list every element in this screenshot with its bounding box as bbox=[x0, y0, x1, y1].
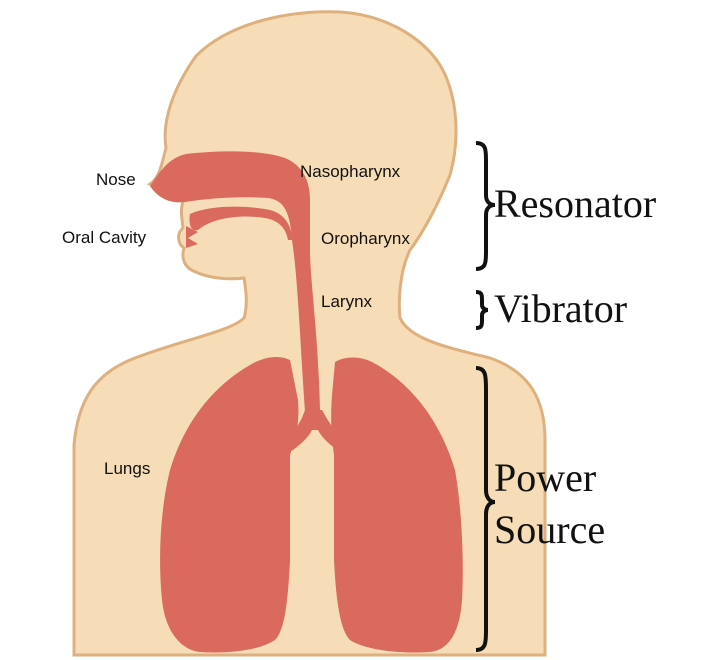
lips-mark bbox=[186, 226, 198, 248]
resonator-label: Resonator bbox=[494, 181, 657, 226]
vibrator-bracket bbox=[475, 290, 489, 330]
nasal-passage bbox=[150, 151, 320, 412]
nasopharynx-label: Nasopharynx bbox=[300, 162, 401, 181]
nose-label: Nose bbox=[96, 170, 136, 189]
lungs-label: Lungs bbox=[104, 459, 151, 478]
oral-cavity-label: Oral Cavity bbox=[62, 228, 147, 247]
right-lung bbox=[331, 357, 463, 653]
left-lung bbox=[160, 357, 299, 653]
power-source-bracket bbox=[475, 366, 496, 652]
oropharynx-label: Oropharynx bbox=[321, 229, 410, 248]
source-label: Source bbox=[494, 507, 606, 552]
power-label: Power bbox=[494, 455, 597, 500]
resonator-bracket bbox=[475, 141, 496, 271]
larynx-label: Larynx bbox=[321, 292, 373, 311]
oral-cavity-shape bbox=[189, 206, 292, 240]
vibrator-label: Vibrator bbox=[494, 286, 628, 331]
